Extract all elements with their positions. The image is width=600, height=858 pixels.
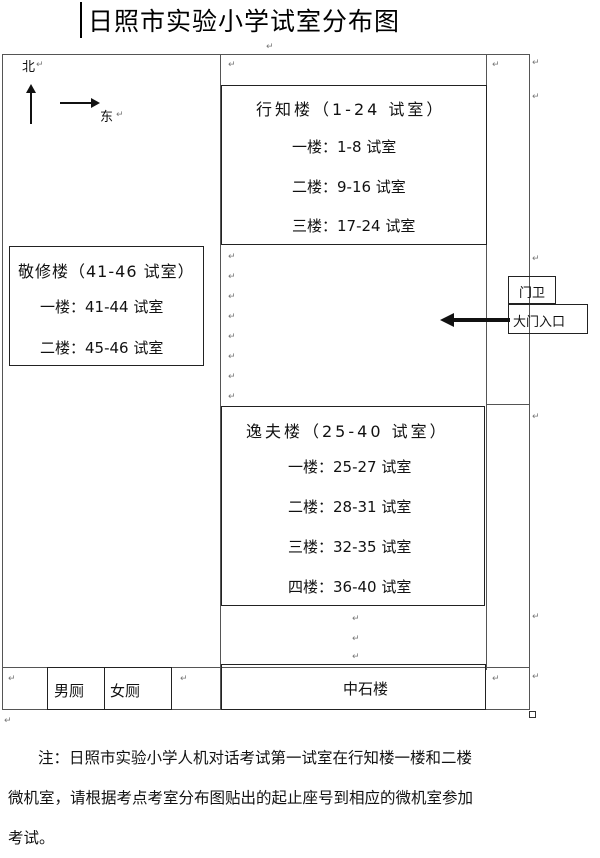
return-mark: ↵: [228, 60, 236, 70]
footnote: 注：日照市实验小学人机对话考试第一试室在行知楼一楼和二楼 微机室，请根据考点考室…: [8, 738, 593, 858]
building-xingzhi: [221, 85, 487, 245]
return-mark: ↵: [352, 634, 360, 644]
building-xingzhi-name: 行知楼（1-24 试室）: [256, 100, 446, 119]
yifu-floor-1: 一楼：25-27 试室: [288, 458, 412, 476]
entrance-arrow-icon: [440, 313, 510, 327]
xingzhi-floor-3: 三楼：17-24 试室: [292, 217, 416, 235]
return-mark: ↵: [228, 252, 236, 262]
return-mark: ↵: [266, 42, 274, 52]
toilet-female: [104, 667, 172, 710]
compass-east-label: 东: [100, 110, 114, 125]
jingxiu-floor-1: 一楼：41-44 试室: [40, 298, 164, 316]
footnote-line-3: 考试。: [8, 829, 55, 847]
building-jingxiu-name: 敬修楼（41-46 试室）: [18, 262, 195, 281]
gate-entrance-label: 大门入口: [513, 315, 566, 330]
gate-guard-box: [508, 276, 556, 304]
xingzhi-floor-2: 二楼：9-16 试室: [292, 178, 406, 196]
east-arrow-icon: [60, 98, 100, 108]
frame-top: [2, 54, 530, 55]
return-mark: ↵: [180, 674, 188, 684]
yifu-floor-3: 三楼：32-35 试室: [288, 538, 412, 556]
return-mark: ↵: [532, 672, 540, 682]
return-mark: ↵: [8, 674, 16, 684]
building-yifu-name: 逸夫楼（25-40 试室）: [246, 422, 449, 441]
return-mark: ↵: [36, 60, 44, 70]
north-arrow-icon: [26, 84, 36, 124]
yifu-floor-2: 二楼：28-31 试室: [288, 498, 412, 516]
road-line-east: [486, 54, 487, 670]
building-zhongshi: [221, 664, 486, 710]
toilet-female-label: 女厕: [110, 682, 141, 700]
return-mark: ↵: [228, 332, 236, 342]
frame-left: [2, 54, 3, 710]
page-title: 日照市实验小学试室分布图: [80, 2, 400, 38]
footnote-line-1: 注：日照市实验小学人机对话考试第一试室在行知楼一楼和二楼: [38, 749, 473, 767]
return-mark: ↵: [492, 674, 500, 684]
return-mark: ↵: [532, 412, 540, 422]
toilet-male-label: 男厕: [54, 682, 85, 700]
building-yifu: [221, 406, 485, 606]
return-mark: ↵: [4, 716, 12, 726]
return-mark: ↵: [228, 392, 236, 402]
jingxiu-floor-2: 二楼：45-46 试室: [40, 339, 164, 357]
return-mark: ↵: [532, 92, 540, 102]
road-line-bottom: [2, 667, 530, 668]
return-mark: ↵: [228, 272, 236, 282]
building-jingxiu: [9, 246, 204, 366]
road-line-center: [220, 54, 221, 710]
building-zhongshi-name: 中石楼: [343, 680, 389, 698]
footnote-line-2: 微机室，请根据考点考室分布图贴出的起止座号到相应的微机室参加: [8, 789, 474, 807]
gate-guard-label: 门卫: [519, 286, 546, 301]
return-mark: ↵: [228, 292, 236, 302]
xingzhi-floor-1: 一楼：1-8 试室: [292, 138, 397, 156]
return-mark: ↵: [492, 60, 500, 70]
frame-corner-handle: [529, 711, 536, 718]
yifu-floor-4: 四楼：36-40 试室: [288, 578, 412, 596]
frame-right: [529, 54, 530, 710]
return-mark: ↵: [228, 312, 236, 322]
return-mark: ↵: [228, 372, 236, 382]
return-mark: ↵: [532, 58, 540, 68]
compass-north-label: 北: [22, 60, 36, 75]
road-line-gate-top: [486, 404, 530, 405]
return-mark: ↵: [352, 652, 360, 662]
return-mark: ↵: [228, 352, 236, 362]
return-mark: ↵: [532, 612, 540, 622]
return-mark: ↵: [532, 254, 540, 264]
return-mark: ↵: [352, 614, 360, 624]
return-mark: ↵: [116, 110, 124, 120]
